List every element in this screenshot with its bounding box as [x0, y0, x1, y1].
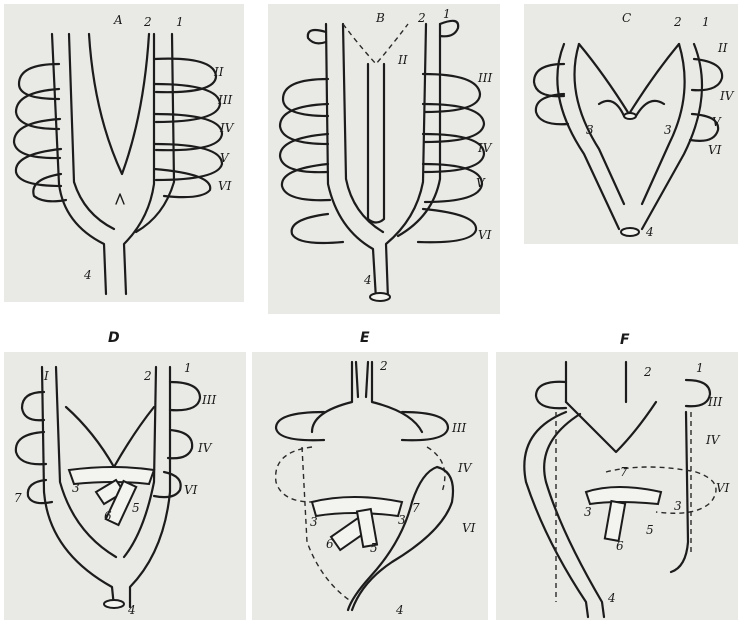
panel-e-label-6: 6: [326, 537, 334, 551]
panel-e-drawing: 2 III IV VI 3 3 5 6 7 4: [252, 352, 488, 620]
panel-c-label-ii: II: [717, 41, 728, 55]
panel-e-label-iii: III: [451, 421, 466, 435]
panel-b-letter: B: [375, 11, 385, 25]
panel-f-title: F: [620, 332, 630, 348]
panel-c-label-v: V: [712, 115, 722, 129]
panel-d: I 1 2 III IV VI 3 5 6 7 4: [4, 352, 246, 620]
panel-a-drawing: A 2 1 II III IV V VI 4: [4, 4, 244, 302]
panel-e-label-iv: IV: [457, 461, 473, 475]
panel-e-title: E: [360, 330, 370, 346]
panel-e-arches: [276, 412, 448, 440]
panel-d-label-2: 2: [143, 369, 152, 383]
panel-c-label-3b: 3: [664, 123, 672, 137]
panel-f: 2 1 III IV VI 3 3 5 6 7 4: [496, 352, 738, 620]
panel-c-label-vi: VI: [708, 143, 722, 157]
panel-e-label-vi: VI: [462, 521, 476, 535]
panel-b-label-1: 1: [443, 7, 451, 21]
panel-d-label-3: 3: [72, 481, 80, 495]
panel-a: A 2 1 II III IV V VI 4: [4, 4, 244, 302]
panel-b-label-ii: II: [397, 53, 408, 67]
panel-d-drawing: I 1 2 III IV VI 3 5 6 7 4: [4, 352, 246, 620]
panel-f-label-7: 7: [620, 465, 628, 479]
panel-c-label-iv: IV: [719, 89, 735, 103]
panel-b-arches: [280, 21, 484, 243]
panel-e-label-4: 4: [395, 603, 404, 617]
panel-f-label-iii: III: [707, 395, 722, 409]
panel-d-label-i-left: I: [43, 369, 49, 383]
panel-a-label-1: 1: [176, 15, 184, 29]
panel-e-label-3a: 3: [310, 515, 318, 529]
panel-c-letter: C: [622, 11, 631, 25]
panel-c-label-2: 2: [673, 15, 682, 29]
panel-e-label-2: 2: [379, 359, 388, 373]
panel-b: B 2 1 II III IV V VI 4: [268, 4, 500, 314]
panel-c-label-4: 4: [645, 225, 654, 239]
panel-e-label-5: 5: [370, 541, 378, 555]
panel-a-letter: A: [113, 13, 123, 27]
panel-c-label-3a: 3: [586, 123, 594, 137]
panel-a-label-iv: IV: [219, 121, 235, 135]
panel-f-label-3b: 3: [674, 499, 682, 513]
panel-f-label-vi: VI: [716, 481, 730, 495]
panel-a-label-ii: II: [213, 65, 224, 79]
panel-d-label-vi: VI: [184, 483, 198, 497]
panel-b-label-2: 2: [417, 11, 426, 25]
panel-e-label-3b: 3: [398, 513, 406, 527]
panel-a-label-iii: III: [217, 93, 232, 107]
panel-a-arches-right: [154, 59, 222, 198]
panel-f-drawing: 2 1 III IV VI 3 3 5 6 7 4: [496, 352, 738, 620]
panel-e-label-7: 7: [412, 501, 420, 515]
panel-d-label-4: 4: [127, 603, 136, 617]
panel-e: 2 III IV VI 3 3 5 6 7 4: [252, 352, 488, 620]
panel-b-label-v: V: [476, 176, 486, 190]
panel-c-drawing: C 2 1 II IV V VI 3 3 4: [524, 4, 738, 244]
panel-d-label-1: 1: [184, 361, 192, 375]
panel-b-label-vi: VI: [478, 228, 492, 242]
panel-f-label-iv: IV: [705, 433, 721, 447]
panel-a-label-vi: VI: [218, 179, 232, 193]
panel-f-label-2: 2: [643, 365, 652, 379]
panel-f-label-4: 4: [607, 591, 616, 605]
panel-d-label-iii: III: [201, 393, 216, 407]
panel-f-label-6: 6: [616, 539, 624, 553]
panel-b-label-4: 4: [363, 273, 372, 287]
panel-b-drawing: B 2 1 II III IV V VI 4: [268, 4, 500, 314]
panel-a-label-v: V: [220, 151, 230, 165]
panel-c-label-1: 1: [702, 15, 710, 29]
panel-d-title: D: [108, 330, 120, 346]
panel-f-arches: [536, 380, 710, 408]
panel-d-label-7: 7: [14, 491, 22, 505]
panel-d-label-iv: IV: [197, 441, 213, 455]
panel-c: C 2 1 II IV V VI 3 3 4: [524, 4, 738, 244]
panel-a-label-2: 2: [143, 15, 152, 29]
panel-a-label-4: 4: [83, 268, 92, 282]
panel-d-label-6: 6: [104, 509, 112, 523]
panel-d-label-5: 5: [132, 501, 140, 515]
panel-b-label-iv: IV: [477, 141, 493, 155]
panel-f-label-5: 5: [646, 523, 654, 537]
panel-f-label-1: 1: [696, 361, 704, 375]
panel-b-label-iii: III: [477, 71, 492, 85]
panel-f-label-3a: 3: [584, 505, 592, 519]
